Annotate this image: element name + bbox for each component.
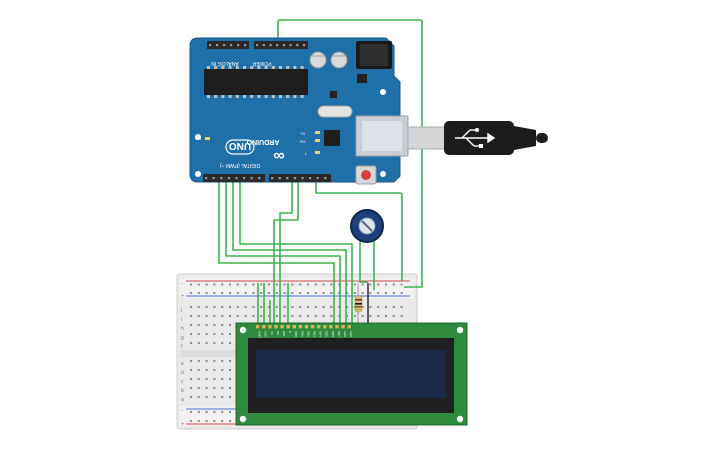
lcd-pin[interactable] — [335, 325, 339, 329]
analog-header[interactable] — [207, 41, 249, 49]
lcd-pin[interactable] — [280, 325, 284, 329]
lcd-pin-label: RW — [282, 331, 286, 336]
lcd-pin[interactable] — [298, 325, 303, 329]
row-letter-b: b — [181, 388, 184, 394]
row-letter-d: d — [181, 370, 184, 376]
wire-gnd[interactable] — [315, 180, 403, 281]
lcd-pin[interactable] — [268, 325, 272, 329]
crystal-oscillator — [317, 105, 353, 118]
row-letter-j: j — [180, 307, 182, 313]
lcd-pin[interactable] — [274, 325, 278, 329]
lcd-pin[interactable] — [292, 325, 296, 329]
arduino-brand-label: ARDUINO — [246, 138, 279, 145]
row-letter-e: e — [181, 361, 184, 367]
analog-in-label: ANALOG IN — [211, 60, 239, 66]
wire-d2[interactable] — [218, 180, 335, 324]
lcd-pin[interactable] — [256, 325, 260, 329]
rail-sign-minus-bottom: - — [181, 408, 183, 414]
lcd-pin-label: DB7 — [337, 331, 341, 337]
wire-d11[interactable] — [279, 180, 293, 324]
row-letter-c: c — [181, 379, 184, 385]
digital-header-high[interactable] — [269, 174, 331, 182]
uno-model-label: UNO — [229, 140, 251, 151]
lcd-pin-label: DB6 — [331, 331, 335, 337]
usb-cable-icon[interactable] — [407, 121, 548, 155]
potentiometer[interactable] — [350, 209, 384, 243]
lcd-pin-label: DB2 — [306, 331, 310, 337]
wire-d5[interactable] — [239, 180, 353, 324]
lcd-pin-label: LED — [349, 331, 353, 338]
wire-5v[interactable] — [277, 19, 423, 288]
lcd-pin[interactable] — [310, 325, 315, 329]
lcd-pin-label: V0 — [270, 331, 274, 335]
row-letter-h: h — [181, 326, 184, 332]
led-tx-label: TX — [300, 131, 305, 136]
lcd-pin-label: VCC — [264, 331, 268, 338]
atmega-chip — [204, 69, 308, 95]
wire-d12[interactable] — [273, 180, 299, 324]
lcd-pin[interactable] — [304, 325, 309, 329]
row-letter-g: g — [181, 335, 184, 341]
rail-sign-plus-top: + — [181, 294, 185, 300]
capacitor — [330, 51, 348, 69]
led-l-label: L — [305, 151, 308, 156]
row-letter-a: a — [181, 397, 184, 403]
lcd-pin[interactable] — [341, 325, 345, 329]
lcd-pin[interactable] — [286, 325, 290, 329]
lcd-pin[interactable] — [347, 325, 351, 329]
lcd-pin-label: GND — [258, 331, 262, 339]
lcd-pin-label: E — [288, 331, 292, 333]
arduino-logo-icon: ∞ — [273, 147, 284, 164]
wires — [218, 19, 423, 324]
power-header[interactable] — [254, 41, 308, 49]
lcd-pin-label: DB1 — [300, 331, 304, 337]
lcd-pin-label: LED — [343, 331, 347, 338]
lcd-pin[interactable] — [262, 325, 266, 329]
row-letter-i: i — [181, 317, 182, 323]
capacitor — [309, 51, 327, 69]
lcd-pin-label: DB0 — [294, 331, 298, 337]
digital-label: DIGITAL (PWM ~) — [220, 162, 260, 168]
lcd-pin-label: RS — [276, 331, 280, 335]
digital-header-low[interactable] — [203, 174, 265, 182]
lcd-pin-label: DB4 — [319, 331, 323, 337]
wire-pot-wiper[interactable] — [359, 238, 368, 283]
wire-d3[interactable] — [225, 180, 341, 324]
row-letter-f: f — [181, 344, 183, 350]
arduino-uno-board[interactable]: ANALOG IN POWER DIGITAL (PWM ~) ARDUINO … — [189, 37, 409, 185]
wire-d4[interactable] — [232, 180, 347, 324]
resistor[interactable] — [354, 283, 363, 324]
lcd-pin-label: DB5 — [325, 331, 329, 337]
lcd-pin[interactable] — [329, 325, 333, 329]
rail-sign-plus-bottom: + — [181, 422, 185, 428]
lcd-pin-label: DB3 — [313, 331, 317, 337]
lcd-pin[interactable] — [317, 325, 321, 329]
led-rx-label: RX — [300, 139, 306, 144]
lcd-pin[interactable] — [323, 325, 327, 329]
rail-sign-minus-top: - — [181, 281, 183, 287]
header-pins — [205, 44, 327, 180]
power-label: POWER — [252, 60, 271, 66]
lcd-screen — [256, 350, 446, 398]
